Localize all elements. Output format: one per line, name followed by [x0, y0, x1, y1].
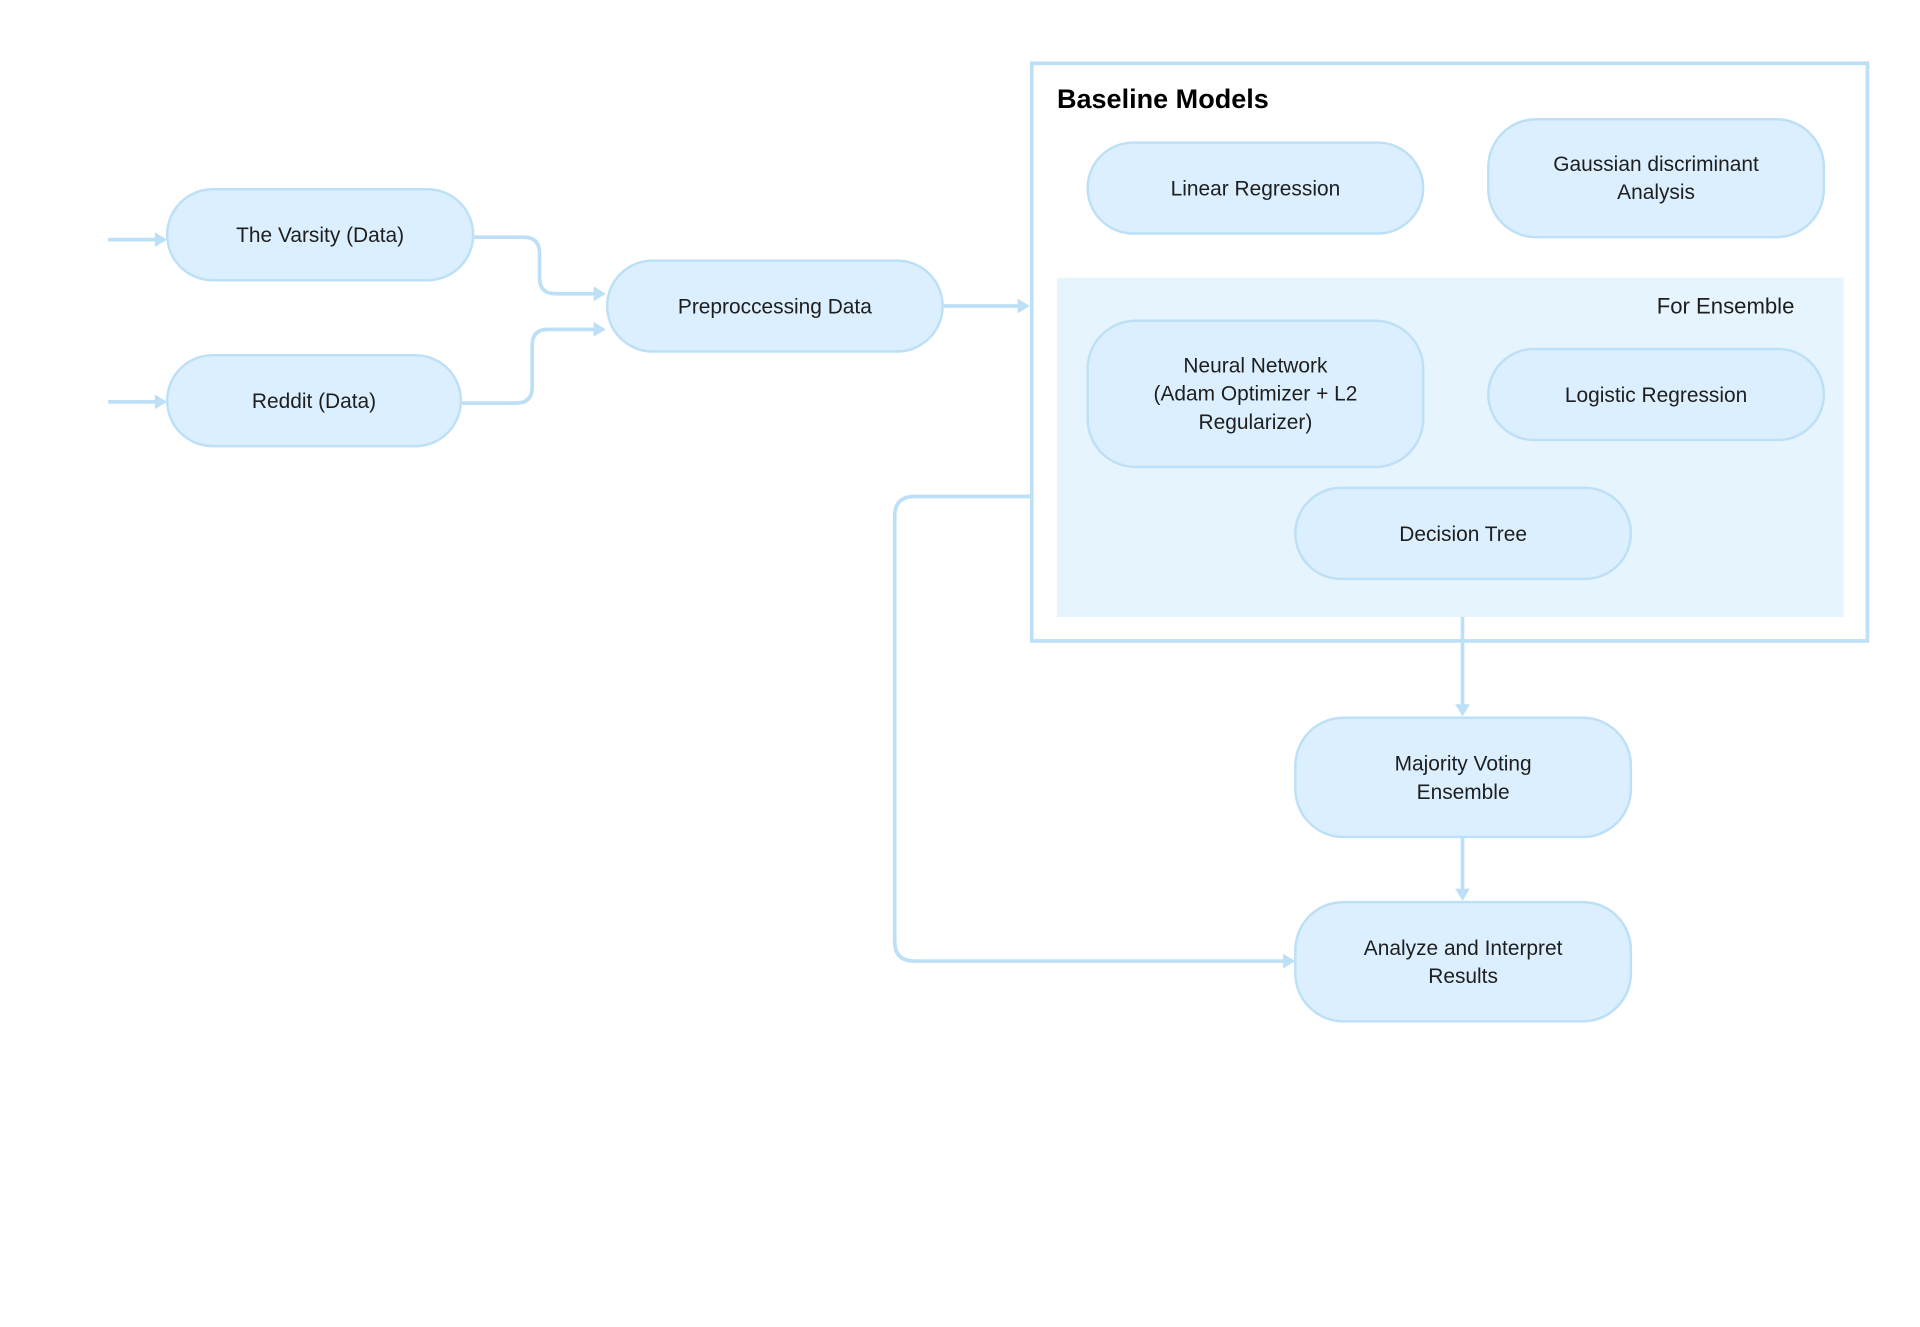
edge-baseline-analyze	[892, 494, 1285, 963]
ensemble-label: For Ensemble	[1656, 293, 1795, 319]
node-the-varsity-data[interactable]: The Varsity (Data)	[165, 188, 475, 282]
node-analyze-and-interpret-results[interactable]: Analyze and Interpret Results	[1294, 900, 1633, 1023]
node-label: Linear Regression	[1170, 176, 1341, 200]
node-label: Reddit (Data)	[251, 388, 377, 413]
node-logistic-regression[interactable]: Logistic Regression	[1487, 347, 1826, 442]
edge-varsity-preprocessing	[474, 235, 595, 296]
arrowhead-icon	[154, 394, 168, 410]
node-label: Gaussian discriminant Analysis	[1553, 152, 1759, 205]
node-label: Preproccessing Data	[677, 294, 872, 318]
edge-reddit-preprocessing	[462, 327, 595, 405]
node-label: Neural Network (Adam Optimizer + L2 Regu…	[1153, 353, 1358, 434]
node-label: Majority Voting Ensemble	[1394, 751, 1532, 804]
edges-layer	[108, 232, 1470, 969]
arrowhead-icon	[1455, 888, 1470, 901]
baseline-models-title: Baseline Models	[1056, 83, 1269, 115]
node-label: Decision Tree	[1399, 521, 1527, 546]
node-reddit-data[interactable]: Reddit (Data)	[165, 353, 463, 448]
arrowhead-icon	[1283, 953, 1296, 969]
node-label: The Varsity (Data)	[236, 223, 405, 247]
node-neural-network[interactable]: Neural Network (Adam Optimizer + L2 Regu…	[1086, 319, 1425, 469]
node-linear-regression[interactable]: Linear Regression	[1086, 141, 1425, 235]
node-majority-voting-ensemble[interactable]: Majority Voting Ensemble	[1294, 716, 1633, 839]
arrowhead-icon	[154, 232, 168, 248]
arrowhead-icon	[593, 321, 606, 337]
arrowhead-icon	[593, 286, 606, 302]
node-preprocessing-data[interactable]: Preproccessing Data	[605, 259, 944, 353]
node-label: Analyze and Interpret Results	[1363, 935, 1563, 988]
arrowhead-icon	[1455, 704, 1470, 717]
arrowhead-icon	[1017, 298, 1030, 314]
node-decision-tree[interactable]: Decision Tree	[1294, 486, 1633, 581]
node-label: Logistic Regression	[1564, 382, 1748, 407]
node-gaussian-discriminant-analysis[interactable]: Gaussian discriminant Analysis	[1487, 117, 1826, 239]
